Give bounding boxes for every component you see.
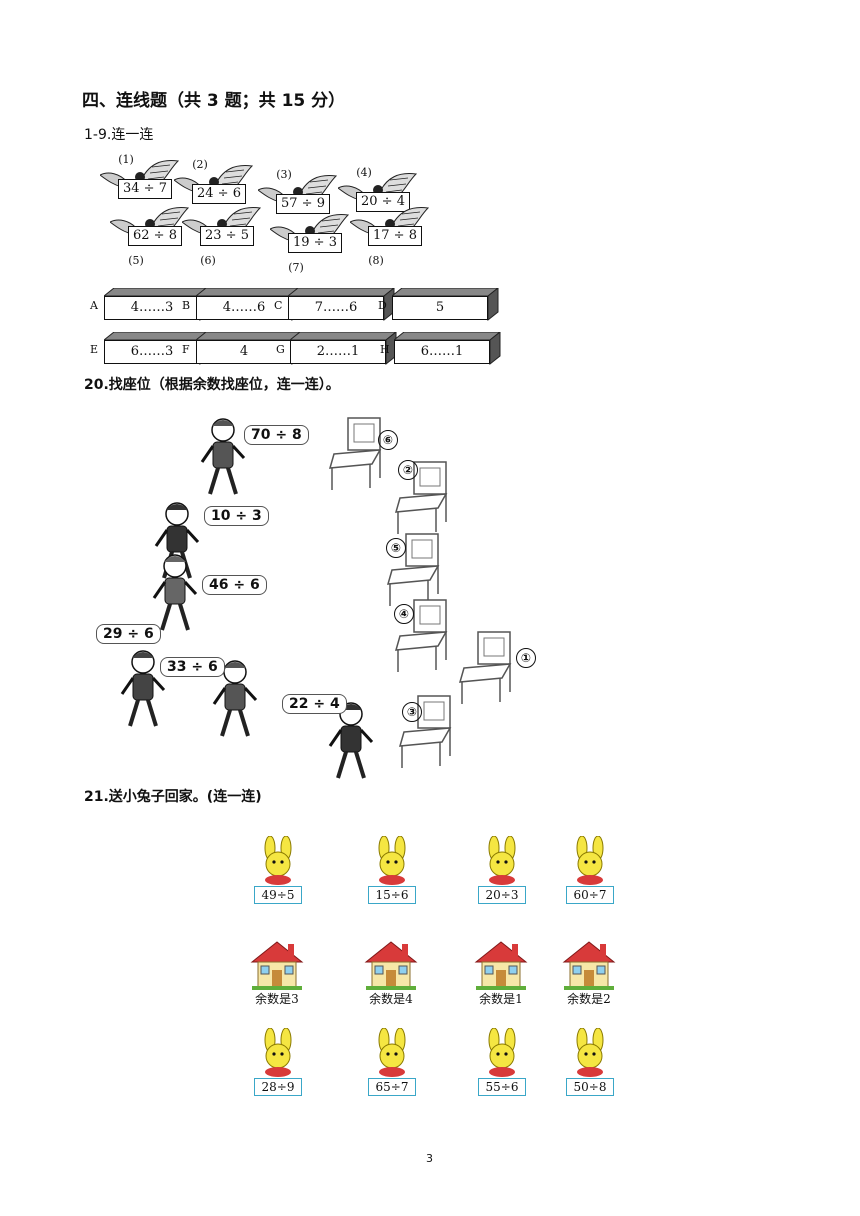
expression-sign: 20 ÷ 4 <box>356 192 410 212</box>
rabbit-icon <box>576 836 604 885</box>
box-letter: H <box>380 343 390 356</box>
bird-card: 23 ÷ 5 (6) <box>182 207 262 268</box>
house-icon <box>250 941 304 990</box>
rabbit-icon <box>576 1028 604 1077</box>
page-number: 3 <box>426 1152 433 1165</box>
rabbit-expression: 28÷9 <box>254 1078 302 1096</box>
rabbit-expression: 50÷8 <box>566 1078 614 1096</box>
answer-box: 7……6 C <box>274 288 396 322</box>
seat-number: ⑤ <box>386 538 406 558</box>
chair-icon <box>458 631 512 704</box>
chair-icon <box>394 599 448 672</box>
chair-icon <box>328 417 382 490</box>
answer-box: 6……3 E <box>90 332 212 366</box>
rabbit-icon <box>488 1028 516 1077</box>
seat-number: ① <box>516 648 536 668</box>
box-letter: D <box>378 299 387 312</box>
box-value: 2……1 <box>290 340 386 364</box>
answer-box: 6……1 H <box>380 332 502 366</box>
bird-number: (8) <box>368 254 384 267</box>
rabbit-expression: 15÷6 <box>368 886 416 904</box>
box-letter: C <box>274 299 283 312</box>
expression-sign: 19 ÷ 3 <box>288 233 342 253</box>
box-letter: A <box>90 299 98 312</box>
rabbit-icon <box>378 1028 406 1077</box>
bird-card: 20 ÷ 4 (4) <box>338 166 418 228</box>
box-value: 6……3 <box>104 340 200 364</box>
house-label: 余数是4 <box>369 992 413 1006</box>
box-shape <box>392 288 499 322</box>
house-label: 余数是1 <box>479 992 523 1006</box>
speech-bubble: 70 ÷ 8 <box>244 425 309 445</box>
rabbit-expression: 55÷6 <box>478 1078 526 1096</box>
bird-card: 24 ÷ 6 (2) <box>174 158 254 220</box>
box-letter: F <box>182 343 190 356</box>
expression-sign: 24 ÷ 6 <box>192 184 246 204</box>
chair-icon <box>398 695 452 768</box>
seat-number: ② <box>398 460 418 480</box>
house-icon <box>562 941 616 990</box>
bird-number: (4) <box>356 166 372 179</box>
seat-number: ⑥ <box>378 430 398 450</box>
box-letter: G <box>276 343 285 356</box>
bird-number: (5) <box>128 254 144 267</box>
box-value: 7……6 <box>288 296 384 320</box>
house-icon <box>364 941 418 990</box>
expression-sign: 62 ÷ 8 <box>128 226 182 246</box>
expression-sign: 23 ÷ 5 <box>200 226 254 246</box>
bird-card: 17 ÷ 8 (8) <box>350 207 430 268</box>
seat-number: ④ <box>394 604 414 624</box>
expression-sign: 17 ÷ 8 <box>368 226 422 246</box>
rabbit-expression: 60÷7 <box>566 886 614 904</box>
rabbit-icon <box>378 836 406 885</box>
box-value: 4……6 <box>196 296 292 320</box>
expression-sign: 34 ÷ 7 <box>118 179 172 199</box>
child-icon <box>152 554 198 631</box>
child-icon <box>212 660 258 737</box>
bird-number: (2) <box>192 158 208 171</box>
answer-box: 2……1 G <box>276 332 398 366</box>
question-20-title: 20.找座位（根据余数找座位，连一连）。 <box>84 377 340 393</box>
box-value: 5 <box>392 296 488 320</box>
speech-bubble: 33 ÷ 6 <box>160 657 225 677</box>
bird-number: (3) <box>276 168 292 181</box>
chair-icon <box>394 461 448 534</box>
rabbit-icon <box>488 836 516 885</box>
bird-card: 62 ÷ 8 (5) <box>110 207 190 268</box>
bird-number: (1) <box>118 153 134 166</box>
chair-icon <box>386 533 440 606</box>
bird-card: 57 ÷ 9 (3) <box>258 168 338 230</box>
expression-sign: 57 ÷ 9 <box>276 194 330 214</box>
speech-bubble: 22 ÷ 4 <box>282 694 347 714</box>
box-value: 4 <box>196 340 292 364</box>
bird-card: 19 ÷ 3 (7) <box>270 214 350 275</box>
speech-bubble: 29 ÷ 6 <box>96 624 161 644</box>
house-icon <box>474 941 528 990</box>
question-19-title: 1-9.连一连 <box>84 127 154 143</box>
rabbit-expression: 20÷3 <box>478 886 526 904</box>
box-letter: E <box>90 343 99 356</box>
question-21-title: 21.送小兔子回家。(连一连) <box>84 789 262 805</box>
box-value: 6……1 <box>394 340 490 364</box>
rabbit-icon <box>264 836 292 885</box>
rabbit-expression: 49÷5 <box>254 886 302 904</box>
bird-number: (7) <box>288 261 304 274</box>
box-value: 4……3 <box>104 296 200 320</box>
section-heading: 四、连线题（共 3 题；共 15 分） <box>82 91 346 111</box>
bird-card: 34 ÷ 7 (1) <box>100 153 180 215</box>
house-label: 余数是2 <box>567 992 611 1006</box>
child-icon <box>200 418 246 495</box>
house-label: 余数是3 <box>255 992 299 1006</box>
rabbit-icon <box>264 1028 292 1077</box>
rabbit-expression: 65÷7 <box>368 1078 416 1096</box>
speech-bubble: 46 ÷ 6 <box>202 575 267 595</box>
speech-bubble: 10 ÷ 3 <box>204 506 269 526</box>
box-letter: B <box>182 299 191 312</box>
bird-number: (6) <box>200 254 216 267</box>
seat-number: ③ <box>402 702 422 722</box>
child-icon <box>120 650 166 727</box>
